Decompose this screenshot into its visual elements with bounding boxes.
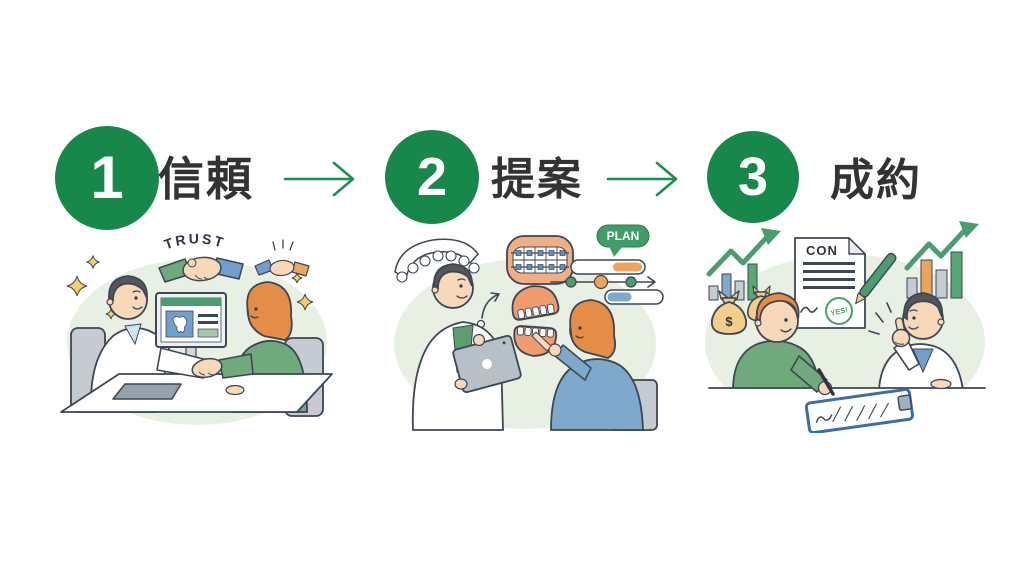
growth-chart-icon — [706, 228, 781, 301]
dentist-with-tablet-figure — [411, 263, 522, 431]
step-1-label: 信頼 — [158, 153, 254, 205]
svg-text:PLAN: PLAN — [607, 229, 640, 243]
step-1-circle: 1 — [55, 126, 159, 230]
growth-chart-icon — [904, 221, 979, 299]
step-3-number: 3 — [737, 147, 769, 207]
tooth-icon — [172, 316, 188, 333]
clear-aligner-icon — [394, 238, 480, 283]
clipboard-contract — [804, 388, 914, 433]
step-1-number: 1 — [90, 144, 124, 211]
braces-model-icon — [506, 235, 574, 285]
yes-stamp-icon — [825, 297, 853, 325]
svg-text:CON: CON — [806, 243, 838, 258]
signing-hand — [790, 355, 835, 396]
contract-document: CON YES! — [794, 237, 866, 329]
svg-text:YES!: YES! — [830, 305, 849, 317]
sparkle-icons — [66, 254, 314, 320]
money-bag-icons: $ $ — [710, 285, 776, 335]
patient-pointing-figure — [531, 299, 644, 431]
handshake-over-desk — [156, 347, 254, 396]
arrow-right-icon — [606, 161, 678, 197]
proposal-illustration: PLAN — [394, 224, 664, 431]
plan-badge: PLAN — [596, 224, 650, 257]
step-3-circle: 3 — [707, 131, 799, 223]
step-2-number: 2 — [416, 147, 448, 207]
keyboard — [112, 383, 182, 400]
handshake-icon — [158, 256, 244, 283]
thumbs-up-icon — [868, 302, 911, 348]
treatment-timeline-icon — [550, 259, 664, 305]
signing-pen-icon — [817, 368, 835, 396]
closing-illustration: $ $ CON YES! — [695, 221, 995, 433]
pen-icon — [855, 252, 897, 305]
svg-text:$: $ — [725, 314, 733, 329]
step-2-label: 提案 — [491, 155, 583, 204]
patient-signing-figure — [732, 292, 820, 391]
dentist-thumbs-up-figure — [868, 292, 965, 391]
trust-banner: TRUST — [162, 230, 228, 252]
trust-illustration: TRUST — [60, 230, 333, 425]
step-2-circle: 2 — [385, 130, 479, 224]
step-3-label: 成約 — [830, 156, 922, 205]
handshake-small-icon — [254, 239, 310, 277]
arrow-right-icon — [283, 161, 355, 197]
